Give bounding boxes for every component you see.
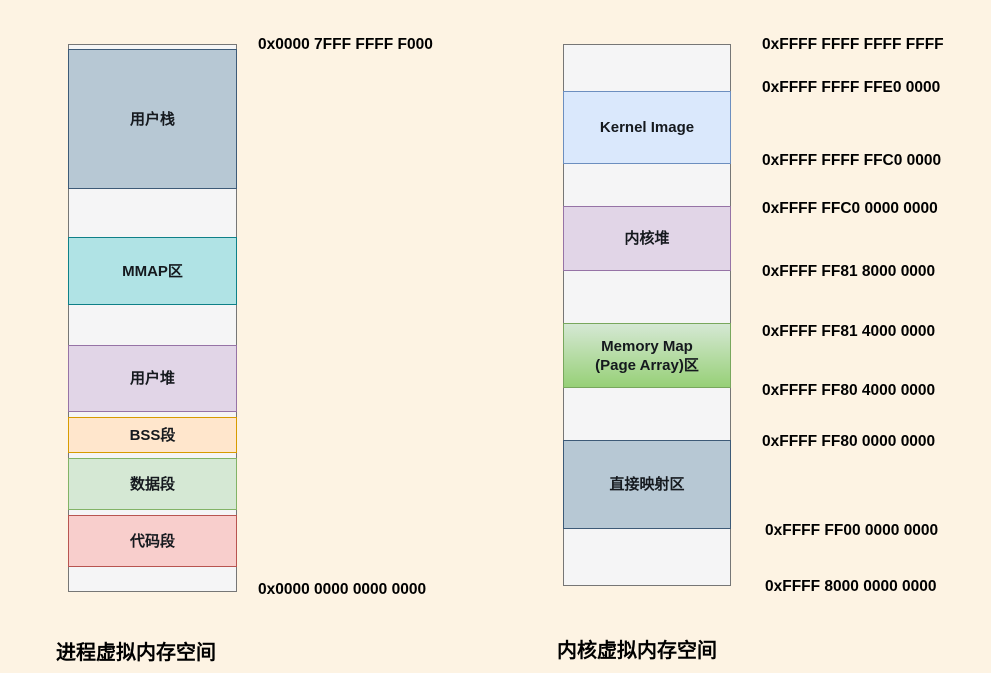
segment-label: 用户堆 (129, 370, 175, 387)
segment-user-stack: 用户栈 (68, 49, 237, 189)
address-label-kernel: 0xFFFF FF00 0000 0000 (765, 522, 939, 539)
segment-label-line1: Memory Map (601, 337, 693, 355)
address-label-kernel: 0xFFFF FF81 4000 0000 (762, 323, 936, 340)
segment-label: 用户栈 (129, 110, 175, 128)
segment-direct-map: 直接映射区 (563, 440, 731, 529)
address-label-kernel: 0xFFFF FF80 4000 0000 (762, 382, 936, 399)
segment-kernel-heap: 内核堆 (563, 206, 731, 271)
segment-data: 数据段 (68, 458, 237, 510)
process-memory-column: 用户栈 MMAP区 用户堆 BSS段 数据段 代码段 (68, 44, 237, 592)
address-label-kernel: 0xFFFF FFFF FFFF FFFF (762, 36, 944, 53)
address-label-kernel: 0xFFFF FFFF FFE0 0000 (762, 79, 941, 96)
segment-mmap: MMAP区 (68, 237, 237, 305)
segment-memory-map: Memory Map (Page Array)区 (563, 323, 731, 388)
segment-label-line2: (Page Array)区 (595, 356, 699, 374)
segment-bss: BSS段 (68, 417, 237, 453)
segment-label: 数据段 (129, 475, 175, 493)
caption-process-space: 进程虚拟内存空间 (56, 642, 216, 664)
address-label-kernel: 0xFFFF FF80 0000 0000 (762, 433, 936, 450)
address-label-kernel: 0xFFFF FF81 8000 0000 (762, 263, 936, 280)
segment-label: 内核堆 (624, 230, 670, 247)
address-label-kernel: 0xFFFF FFC0 0000 0000 (762, 200, 938, 217)
address-label-kernel: 0xFFFF 8000 0000 0000 (765, 578, 937, 595)
address-label-user-bottom: 0x0000 0000 0000 0000 (258, 581, 427, 598)
segment-kernel-image: Kernel Image (563, 91, 731, 164)
segment-user-heap: 用户堆 (68, 345, 237, 412)
segment-label: 直接映射区 (609, 476, 685, 493)
kernel-memory-column: Kernel Image 内核堆 Memory Map (Page Array)… (563, 44, 731, 586)
segment-label: MMAP区 (122, 262, 183, 280)
segment-code: 代码段 (68, 515, 237, 567)
segment-label: BSS段 (129, 426, 176, 444)
segment-label: Kernel Image (599, 119, 695, 136)
address-label-user-top: 0x0000 7FFF FFFF F000 (258, 36, 433, 53)
caption-kernel-space: 内核虚拟内存空间 (557, 640, 717, 662)
address-label-kernel: 0xFFFF FFFF FFC0 0000 (762, 152, 942, 169)
segment-label: 代码段 (129, 532, 175, 550)
